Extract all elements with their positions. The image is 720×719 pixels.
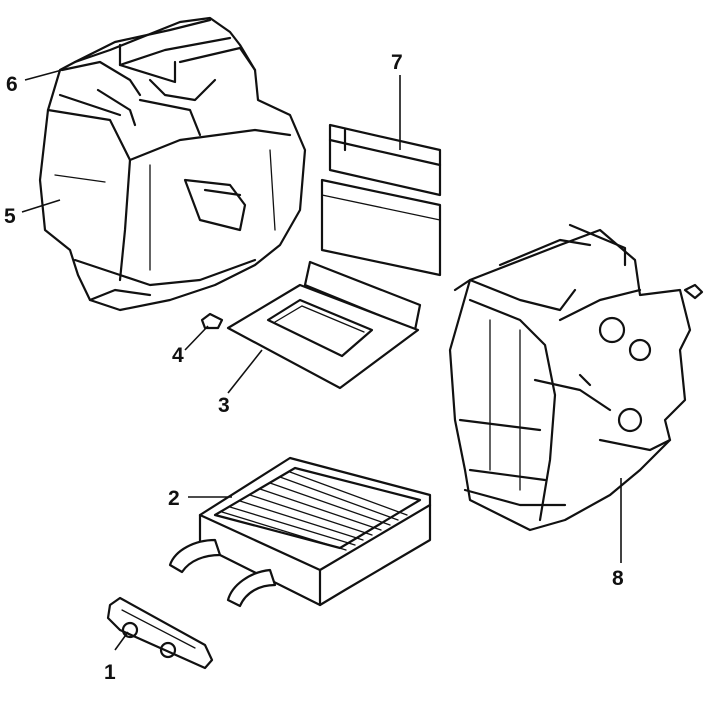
heater-core-fins <box>221 471 408 551</box>
heater-housing <box>448 223 704 532</box>
part-label-2: 2 <box>168 487 180 510</box>
part-label-7: 7 <box>391 51 403 74</box>
part-label-5: 5 <box>4 205 16 228</box>
duct-housing <box>38 16 307 312</box>
part-label-4: 4 <box>172 344 184 367</box>
part-label-8: 8 <box>612 567 624 590</box>
leader-lines <box>21 69 622 651</box>
clip <box>200 312 224 330</box>
part-label-6: 6 <box>6 73 18 96</box>
flap-plates <box>320 123 442 277</box>
filter-frame <box>226 260 422 390</box>
heater-core <box>168 456 432 608</box>
part-label-1: 1 <box>104 661 116 684</box>
part-label-3: 3 <box>218 394 230 417</box>
mounting-bracket <box>106 596 214 670</box>
